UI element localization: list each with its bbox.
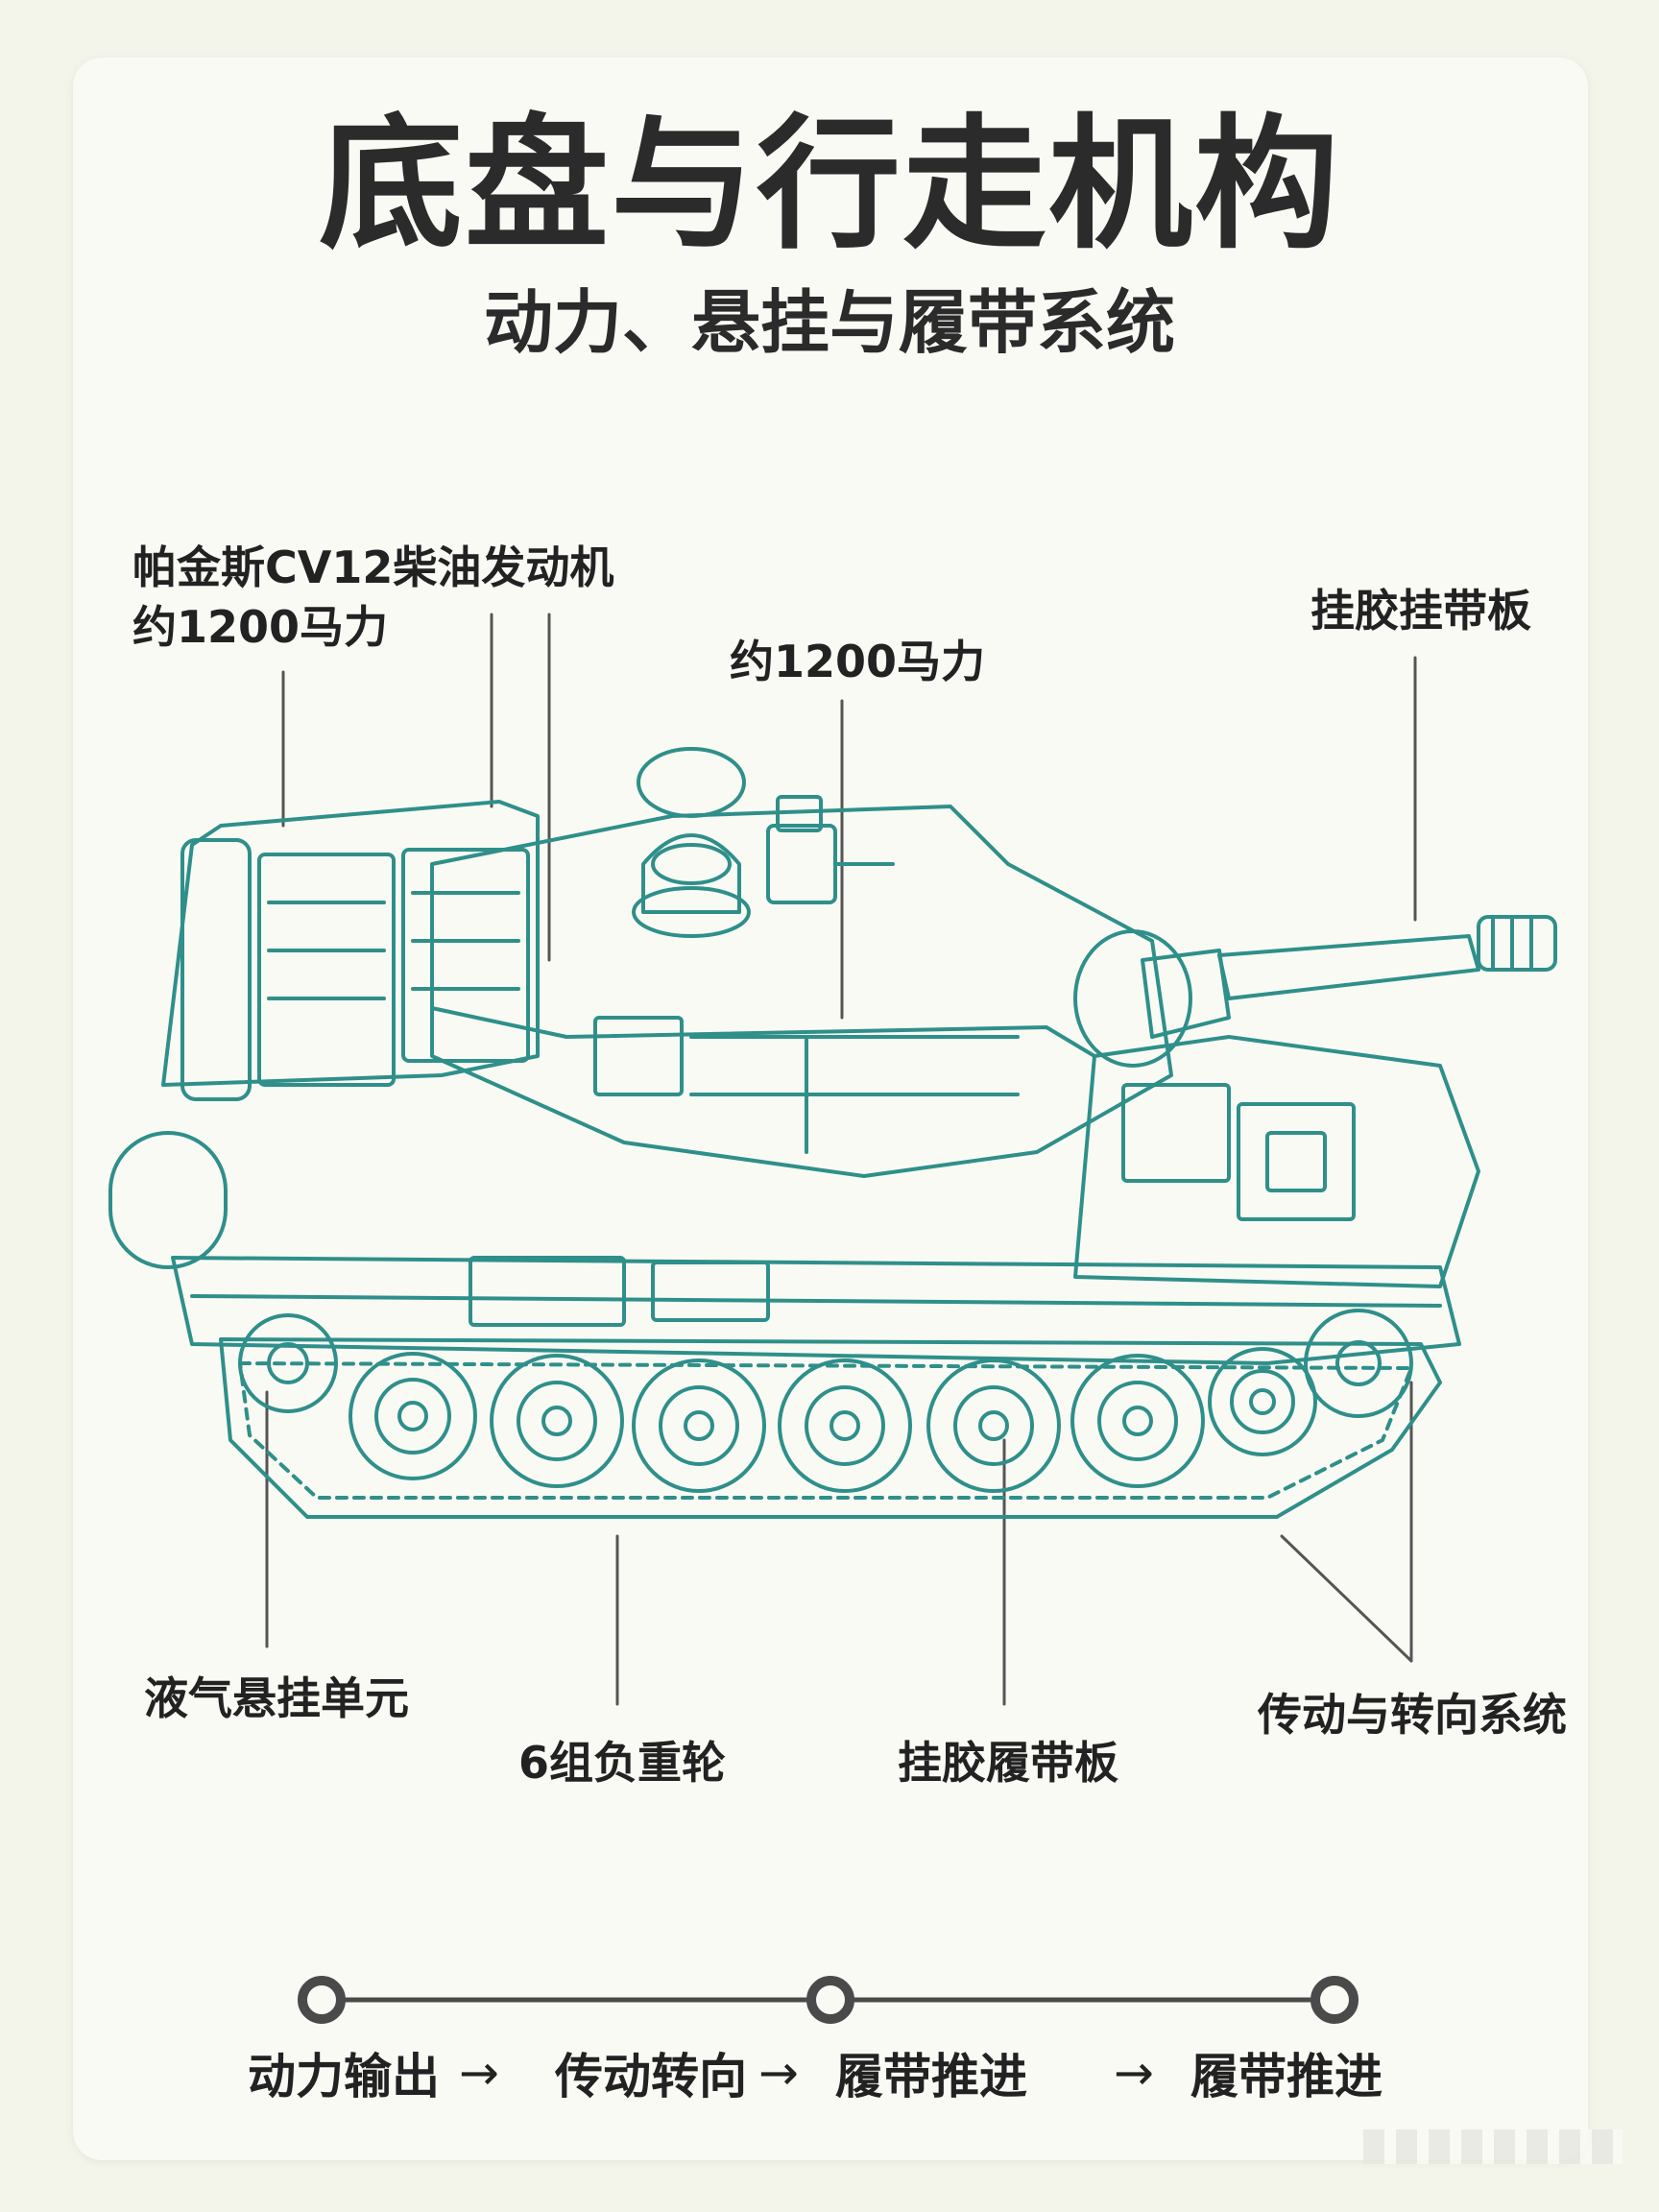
drive-sprocket bbox=[238, 1313, 338, 1413]
callout-track-top: 挂胶挂带板 bbox=[1310, 585, 1531, 637]
leader-lines bbox=[265, 613, 1417, 1706]
gun-mantlet bbox=[1073, 929, 1192, 1068]
track-outline bbox=[219, 1337, 1442, 1519]
gun-barrel bbox=[1217, 934, 1480, 1000]
engine-deck bbox=[161, 800, 540, 1087]
sight-block bbox=[766, 824, 837, 904]
flow-node-2 bbox=[806, 1976, 854, 2024]
flow-arrow-2: → bbox=[758, 2045, 799, 2101]
road-wheel-6 bbox=[1070, 1354, 1205, 1488]
flow-timeline bbox=[298, 1976, 1358, 2024]
flow-node-1 bbox=[298, 1976, 346, 2024]
callout-power: 约1200马力 bbox=[730, 636, 986, 687]
flow-step-4: 履带推进 bbox=[1190, 2049, 1382, 2104]
callout-engine-line1: 帕金斯CV12柴油发动机 bbox=[132, 541, 614, 593]
turret bbox=[430, 805, 1173, 1178]
callout-transmission: 传动与转向系统 bbox=[1258, 1689, 1567, 1741]
rear-drum bbox=[108, 1131, 228, 1269]
flow-arrow-3: → bbox=[1114, 2045, 1154, 2101]
page-title: 底盘与行走机构 bbox=[318, 102, 1340, 269]
callout-engine: 帕金斯CV12柴油发动机 约1200马力 bbox=[132, 538, 613, 657]
flow-node-3 bbox=[1310, 1976, 1358, 2024]
flow-step-3: 履带推进 bbox=[835, 2049, 1027, 2104]
callout-engine-line2: 约1200马力 bbox=[132, 601, 389, 654]
turret-hatch-box bbox=[593, 1016, 684, 1096]
road-wheel-5 bbox=[926, 1358, 1061, 1493]
rear-stowage bbox=[180, 838, 252, 1101]
road-wheel-7 bbox=[1208, 1347, 1317, 1456]
road-wheel-3 bbox=[632, 1358, 766, 1493]
page-subtitle: 动力、悬挂与履带系统 bbox=[483, 282, 1175, 363]
front-hull bbox=[1073, 1035, 1480, 1288]
road-wheel-1 bbox=[349, 1352, 477, 1480]
callout-road-wheels: 6组负重轮 bbox=[518, 1737, 727, 1789]
road-wheel-2 bbox=[490, 1354, 624, 1488]
engine-grille-1 bbox=[257, 853, 396, 1087]
muzzle-brake bbox=[1477, 915, 1557, 972]
leader-transmission-b bbox=[1280, 1534, 1413, 1663]
cupola-hatch bbox=[637, 747, 746, 818]
hull-side bbox=[171, 1256, 1461, 1365]
flow-step-1: 动力输出 bbox=[248, 2049, 440, 2104]
flow-step-2: 传动转向 bbox=[555, 2049, 747, 2104]
content-card bbox=[73, 58, 1588, 2160]
callout-track-pads: 挂胶履带板 bbox=[898, 1737, 1118, 1789]
watermark bbox=[1363, 2129, 1623, 2164]
idler-wheel bbox=[1304, 1309, 1413, 1418]
flow-arrow-1: → bbox=[459, 2045, 499, 2101]
road-wheel-4 bbox=[778, 1358, 912, 1493]
callout-suspension: 液气悬挂单元 bbox=[144, 1672, 409, 1724]
road-wheels bbox=[349, 1347, 1317, 1493]
engine-grille-2 bbox=[401, 848, 530, 1063]
